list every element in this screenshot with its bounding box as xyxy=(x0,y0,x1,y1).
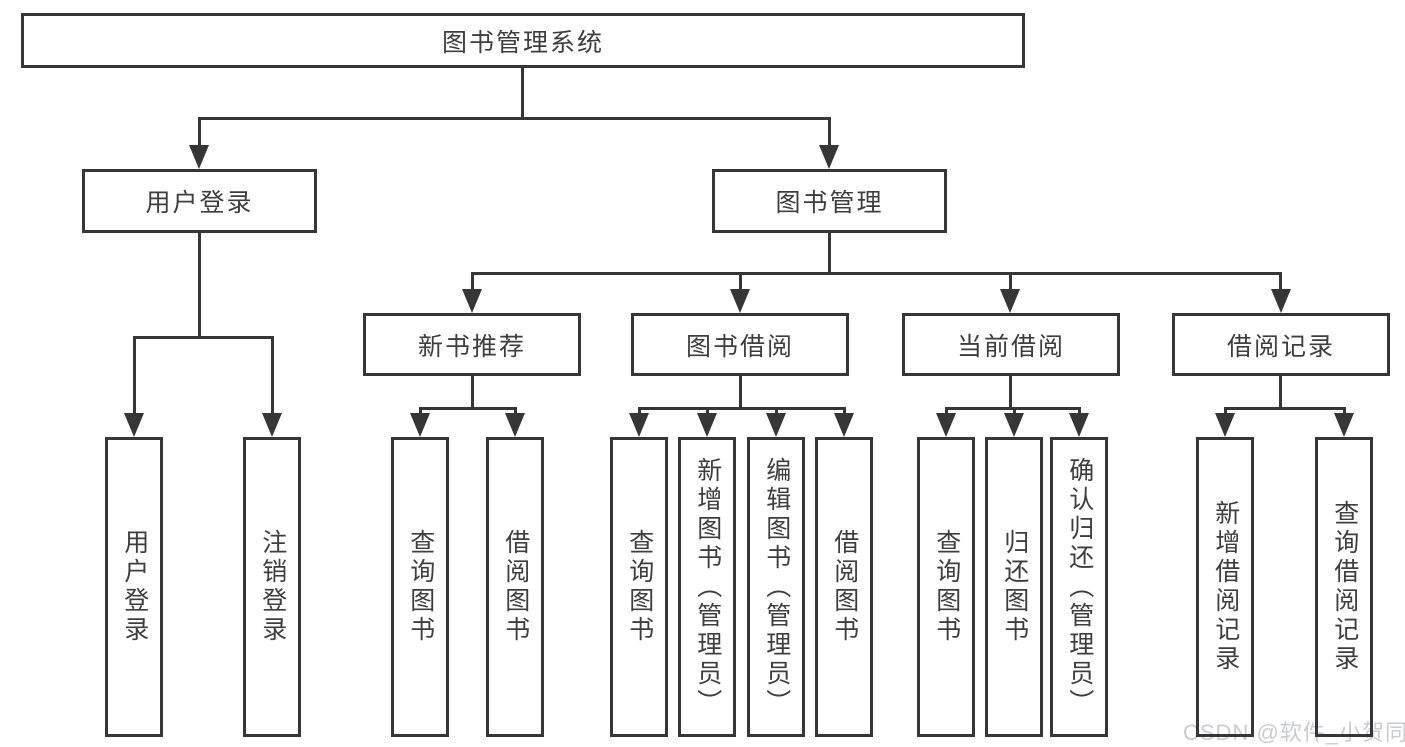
connector-line xyxy=(271,336,274,413)
arrow-down-icon xyxy=(410,413,430,437)
arrow-down-icon xyxy=(262,413,282,437)
leaf-query-borrow-record-label: 查询借阅记录 xyxy=(1330,500,1359,674)
arrow-down-icon xyxy=(766,413,786,437)
leaf-query-borrow-record: 查询借阅记录 xyxy=(1315,437,1373,737)
connector-line xyxy=(1078,407,1081,414)
leaf-query-books-current: 查询图书 xyxy=(917,437,975,737)
arrow-down-icon xyxy=(462,289,482,313)
arrow-down-icon xyxy=(1069,413,1089,437)
connector-line xyxy=(843,407,846,414)
leaf-add-borrow-record: 新增借阅记录 xyxy=(1196,437,1254,737)
arrow-down-icon xyxy=(834,413,854,437)
leaf-query-books-current-label: 查询图书 xyxy=(932,529,961,645)
connector-line xyxy=(471,272,1282,275)
arrow-down-icon xyxy=(124,413,144,437)
arrow-down-icon xyxy=(629,413,649,437)
connector-line xyxy=(739,272,742,289)
connector-line xyxy=(471,272,474,289)
node-borrow-records: 借阅记录 xyxy=(1172,313,1390,376)
node-current-borrowing-label: 当前借阅 xyxy=(956,332,1065,361)
arrow-down-icon xyxy=(1271,289,1291,313)
arrow-down-icon xyxy=(730,289,750,313)
leaf-edit-book-admin-label: 编辑图书（管理员） xyxy=(762,456,791,718)
leaf-logout: 注销登录 xyxy=(243,437,301,737)
connector-line xyxy=(706,407,709,414)
connector-line xyxy=(1224,407,1346,410)
leaf-logout-label: 注销登录 xyxy=(258,529,287,645)
connector-line xyxy=(198,233,201,336)
node-root-label: 图书管理系统 xyxy=(441,28,604,57)
leaf-borrow-books-borrowing: 借阅图书 xyxy=(815,437,873,737)
leaf-confirm-return-admin-label: 确认归还（管理员） xyxy=(1065,456,1094,718)
connector-line xyxy=(419,407,422,414)
connector-line xyxy=(133,336,274,339)
leaf-edit-book-admin: 编辑图书（管理员） xyxy=(747,437,805,737)
connector-line xyxy=(945,407,948,414)
connector-line xyxy=(638,407,641,414)
leaf-add-book-admin: 新增图书（管理员） xyxy=(678,437,736,737)
leaf-return-book-label: 归还图书 xyxy=(1000,529,1029,645)
leaf-return-book: 归还图书 xyxy=(985,437,1043,737)
leaf-user-login-label: 用户登录 xyxy=(120,529,149,645)
leaf-query-books-recommend: 查询图书 xyxy=(391,437,449,737)
connector-line xyxy=(514,407,517,414)
leaf-add-book-admin-label: 新增图书（管理员） xyxy=(693,456,722,718)
arrow-down-icon xyxy=(1215,413,1235,437)
arrow-down-icon xyxy=(1000,289,1020,313)
leaf-query-books-borrowing: 查询图书 xyxy=(610,437,668,737)
node-book-borrowing-label: 图书借阅 xyxy=(685,332,794,361)
connector-line xyxy=(198,117,831,120)
node-borrow-records-label: 借阅记录 xyxy=(1226,332,1335,361)
connector-line xyxy=(828,117,831,145)
leaf-query-books-recommend-label: 查询图书 xyxy=(406,529,435,645)
arrow-down-icon xyxy=(1334,413,1354,437)
leaf-query-books-borrowing-label: 查询图书 xyxy=(625,529,654,645)
arrow-down-icon xyxy=(505,413,525,437)
node-user-login: 用户登录 xyxy=(82,169,317,233)
arrow-down-icon xyxy=(1004,413,1024,437)
node-book-management: 图书管理 xyxy=(712,169,947,233)
leaf-borrow-books-borrowing-label: 借阅图书 xyxy=(830,529,859,645)
connector-line xyxy=(1279,376,1282,407)
connector-line xyxy=(471,376,474,407)
node-new-book-recommend-label: 新书推荐 xyxy=(417,332,526,361)
connector-line xyxy=(638,407,846,410)
node-book-management-label: 图书管理 xyxy=(775,189,884,217)
connector-line xyxy=(521,68,524,117)
node-current-borrowing: 当前借阅 xyxy=(902,313,1120,376)
arrow-down-icon xyxy=(189,145,209,169)
leaf-add-borrow-record-label: 新增借阅记录 xyxy=(1211,500,1240,674)
connector-line xyxy=(198,117,201,145)
connector-line xyxy=(133,336,136,413)
leaf-borrow-books-recommend-label: 借阅图书 xyxy=(501,529,530,645)
node-user-login-label: 用户登录 xyxy=(145,189,254,217)
leaf-user-login: 用户登录 xyxy=(105,437,163,737)
connector-line xyxy=(828,233,831,272)
node-book-borrowing: 图书借阅 xyxy=(631,313,849,376)
connector-line xyxy=(1343,407,1346,414)
connector-line xyxy=(1009,376,1012,407)
node-root: 图书管理系统 xyxy=(21,13,1025,68)
arrow-down-icon xyxy=(819,145,839,169)
connector-line xyxy=(1013,407,1016,414)
connector-line xyxy=(1009,272,1012,289)
arrow-down-icon xyxy=(936,413,956,437)
connector-line xyxy=(775,407,778,414)
csdn-watermark: CSDN @软件_小贺同学 xyxy=(1183,720,1405,745)
connector-line xyxy=(1279,272,1282,289)
node-new-book-recommend: 新书推荐 xyxy=(363,313,581,376)
leaf-borrow-books-recommend: 借阅图书 xyxy=(486,437,544,737)
arrow-down-icon xyxy=(697,413,717,437)
leaf-confirm-return-admin: 确认归还（管理员） xyxy=(1050,437,1108,737)
connector-line xyxy=(419,407,517,410)
connector-line xyxy=(739,376,742,407)
connector-line xyxy=(1224,407,1227,414)
